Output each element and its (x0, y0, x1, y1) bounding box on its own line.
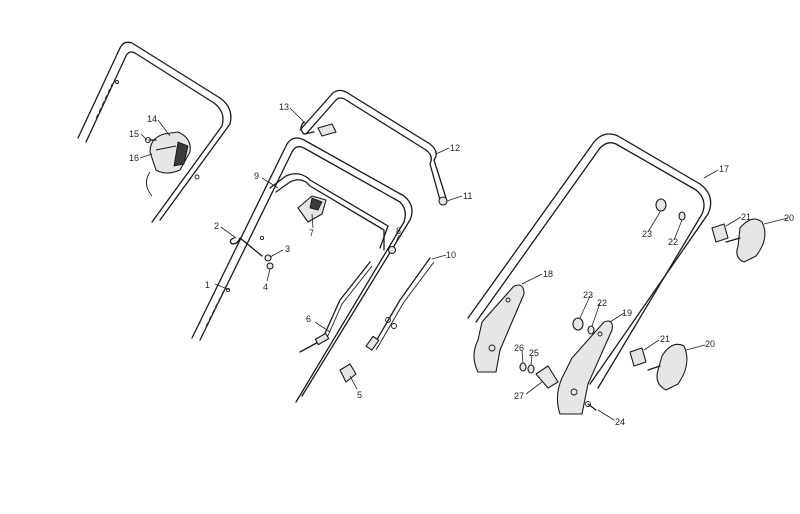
bracket-7 (297, 195, 327, 223)
callout-18: 18 (543, 269, 553, 279)
callout-20-upper: 20 (784, 213, 794, 223)
clip-5 (339, 363, 357, 383)
callout-12: 12 (450, 143, 460, 153)
callout-23-lower: 23 (583, 290, 593, 300)
callout-6: 6 (306, 314, 311, 324)
callout-17: 17 (719, 164, 729, 174)
callout-15: 15 (129, 129, 139, 139)
callout-25: 25 (529, 348, 539, 358)
callout-3: 3 (285, 244, 290, 254)
callout-22-lower: 22 (597, 298, 607, 308)
bracket-18 (473, 284, 525, 373)
main-handle-17 (467, 133, 712, 389)
spacer-21 (629, 223, 729, 367)
nut-3-4 (264, 254, 274, 270)
callout-27: 27 (514, 391, 524, 401)
leader-lines (139, 107, 789, 421)
clip-13 (300, 121, 337, 137)
callout-10: 10 (446, 250, 456, 260)
callout-21-upper: 21 (741, 212, 751, 222)
callout-16: 16 (129, 153, 139, 163)
callout-24: 24 (615, 417, 625, 427)
callout-20-lower: 20 (705, 339, 715, 349)
control-box (146, 131, 191, 197)
callout-21-lower: 21 (660, 334, 670, 344)
cable-6 (299, 261, 373, 353)
callout-22-upper: 22 (668, 237, 678, 247)
knob-8 (387, 245, 397, 255)
callout-8: 8 (396, 226, 401, 236)
washers-22-23 (572, 198, 686, 335)
bail-bar-12 (299, 89, 448, 206)
lower-handle (191, 137, 413, 403)
callout-2: 2 (214, 221, 219, 231)
bracket-19 (556, 320, 613, 415)
upper-handle-detail (77, 41, 232, 223)
callout-4: 4 (263, 282, 268, 292)
callout-14: 14 (147, 114, 157, 124)
callout-26: 26 (514, 343, 524, 353)
callout-13: 13 (279, 102, 289, 112)
pin-2 (229, 237, 263, 257)
lever-27 (535, 365, 559, 389)
callout-1: 1 (205, 280, 210, 290)
callout-9: 9 (254, 171, 259, 181)
cable-guide-9 (269, 173, 389, 251)
bolt-24 (585, 401, 597, 411)
callout-11: 11 (463, 191, 472, 201)
washers-25-26 (519, 362, 535, 374)
callout-23-upper: 23 (642, 229, 652, 239)
callout-5: 5 (357, 390, 362, 400)
bolt-15 (145, 137, 157, 143)
callout-labels: 1 2 3 4 5 6 7 8 9 10 11 12 13 14 15 16 1… (129, 102, 794, 427)
cable-10 (365, 257, 435, 351)
callout-7: 7 (309, 228, 314, 238)
callout-19: 19 (622, 308, 632, 318)
knob-20 (647, 218, 766, 391)
